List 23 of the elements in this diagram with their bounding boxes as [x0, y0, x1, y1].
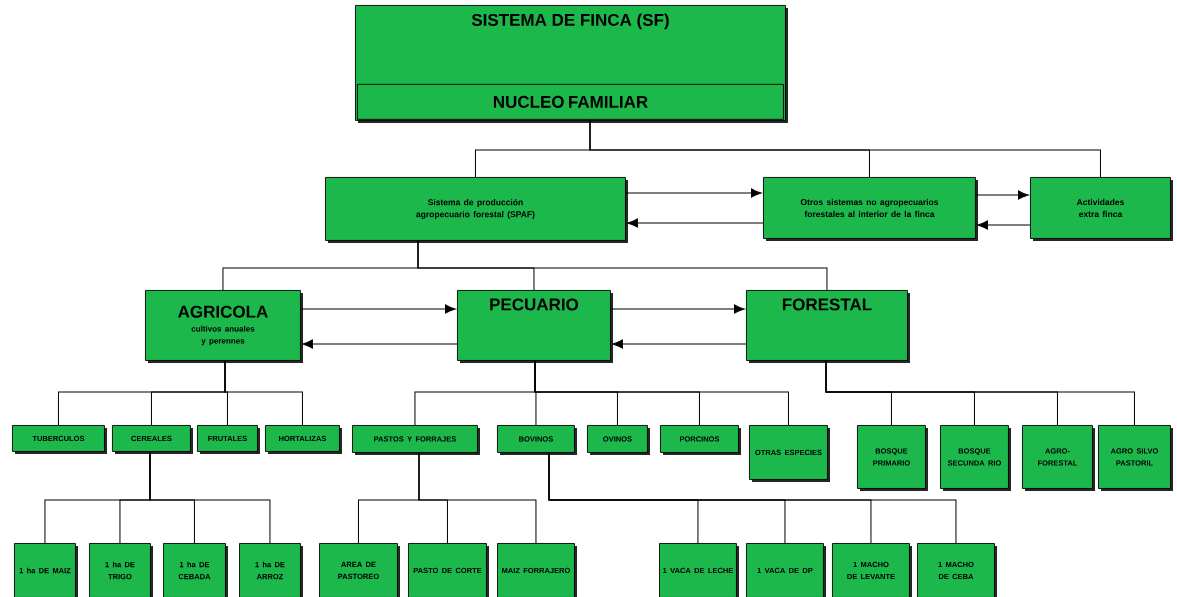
arrow: [300, 304, 456, 314]
connector-line: [149, 451, 271, 544]
connector-line: [589, 119, 1101, 178]
arrow: [302, 339, 458, 349]
connector-line: [224, 360, 303, 426]
connector-line: [418, 452, 537, 544]
arrow: [975, 190, 1029, 200]
connector-line: [417, 240, 828, 291]
process-box: FORESTAL: [746, 290, 910, 363]
arrow: [977, 220, 1031, 230]
process-box: Sistema de producción agropecuario forestal (SPAF): [325, 177, 628, 243]
process-box: AGRICOLA cultivos anuales y perennes: [145, 290, 303, 363]
process-box: Actividades extra finca: [1030, 177, 1173, 241]
arrow: [627, 218, 764, 228]
process-box: PECUARIO: [457, 290, 613, 363]
arrow: [612, 339, 747, 349]
header-band: NUCLEO FAMILIAR: [357, 83, 784, 120]
connector-line: [825, 360, 1135, 426]
arrow: [625, 188, 762, 198]
process-box: Otros sistemas no agropecuarios forestales al interior de la finca: [763, 177, 978, 241]
connector-line: [548, 452, 957, 544]
connector-line: [534, 360, 789, 426]
arrow: [610, 304, 745, 314]
